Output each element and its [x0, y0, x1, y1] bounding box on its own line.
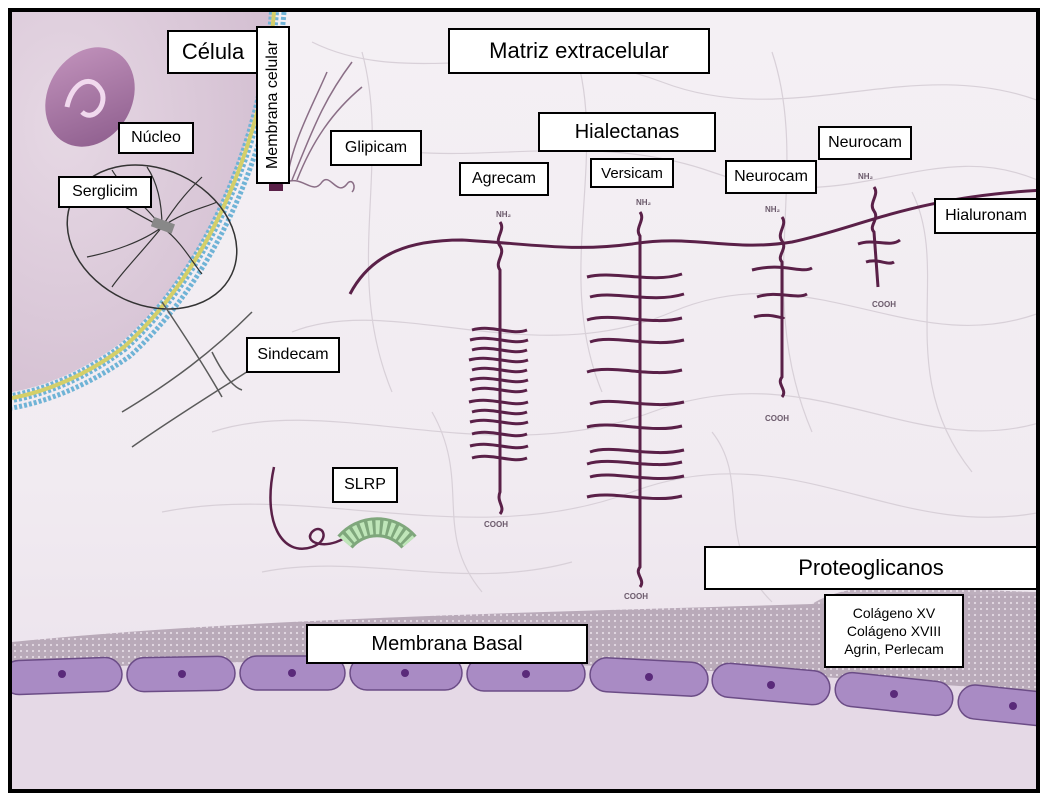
label-membrana-celular: Membrana celular: [256, 26, 290, 184]
figure-frame: NH₂ COOH NH₂ COOH NH₂ COOH NH₂ COOH Célu…: [8, 8, 1040, 793]
basal-item-1: Colágeno XV: [853, 604, 936, 622]
aggrecan-nh2-label: NH₂: [496, 210, 511, 219]
versican-cooh-label: COOH: [624, 592, 648, 601]
versican-nh2-label: NH₂: [636, 198, 651, 207]
label-agrecam: Agrecam: [459, 162, 549, 196]
neurocan2-cooh-label: COOH: [872, 300, 896, 309]
label-serglicim: Serglicim: [58, 176, 152, 208]
neurocan1-cooh-label: COOH: [765, 414, 789, 423]
label-neurocam-2: Neurocam: [818, 126, 912, 160]
label-proteoglicanos: Proteoglicanos: [704, 546, 1038, 590]
label-nucleo: Núcleo: [118, 122, 194, 154]
basal-item-2: Colágeno XVIII: [847, 622, 941, 640]
label-matriz-extracelular: Matriz extracelular: [448, 28, 710, 74]
label-slrp: SLRP: [332, 467, 398, 503]
aggrecan-cooh-label: COOH: [484, 520, 508, 529]
label-basal-components: Colágeno XV Colágeno XVIII Agrin, Perlec…: [824, 594, 964, 668]
label-membrana-basal: Membrana Basal: [306, 624, 588, 664]
label-sindecam: Sindecam: [246, 337, 340, 373]
label-glipicam: Glipicam: [330, 130, 422, 166]
label-hialuronam: Hialuronam: [934, 198, 1038, 234]
label-membrana-celular-text: Membrana celular: [264, 41, 282, 169]
basal-item-3: Agrin, Perlecam: [844, 640, 944, 658]
label-hialectanas: Hialectanas: [538, 112, 716, 152]
label-neurocam-1: Neurocam: [725, 160, 817, 194]
label-versicam: Versicam: [590, 158, 674, 188]
label-celula: Célula: [167, 30, 259, 74]
neurocan1-nh2-label: NH₂: [765, 205, 780, 214]
neurocan2-nh2-label: NH₂: [858, 172, 873, 181]
